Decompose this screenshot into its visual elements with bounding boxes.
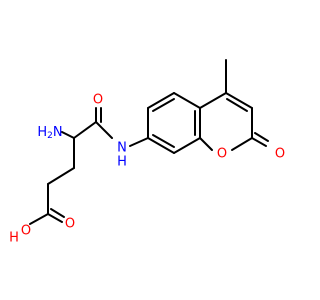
ring-b-6d <box>152 134 175 148</box>
ring-b-2 <box>147 92 175 109</box>
atom-labels: H2N O N H O O H O O <box>9 93 285 246</box>
amide-nh-n: N <box>117 141 127 156</box>
bond-ca-c1 <box>73 121 97 139</box>
bond-cd-oh <box>29 213 49 225</box>
bond-ca-n <box>61 131 75 139</box>
lactone-oxygen: O <box>275 147 285 162</box>
bond-cd-o-2 <box>50 208 65 218</box>
ring-oxygen: O <box>217 147 227 162</box>
amide-nh-h: H <box>117 155 127 170</box>
amide-oxygen: O <box>93 93 103 108</box>
ring-b-6 <box>147 137 175 154</box>
acid-carbonyl-oxygen: O <box>65 217 75 232</box>
ring-p-2 <box>225 92 253 109</box>
ring-b-5 <box>173 137 201 154</box>
ring-p-2d <box>226 98 248 112</box>
bond-c1-nh <box>95 121 113 139</box>
amine-label: H2N <box>37 125 62 142</box>
bonds <box>29 59 269 225</box>
ring-p-5 <box>199 137 213 151</box>
ring-b-2d <box>152 98 175 112</box>
bond-lactone-o <box>251 137 267 147</box>
structure-diagram: H2N O N H O O H O O <box>9 59 285 246</box>
ring-b-3 <box>173 92 201 109</box>
bond-cb-cg <box>47 167 75 185</box>
acid-hydroxyl-oxygen: O <box>21 224 31 239</box>
bond-cd-o <box>47 213 63 223</box>
bond-lactone-o-2 <box>254 132 269 142</box>
ring-p-1 <box>199 92 227 109</box>
bond-nh-c7 <box>129 137 149 147</box>
ring-p-4 <box>231 137 253 151</box>
acid-hydroxyl-h: H <box>9 231 19 246</box>
molecule-canvas: H2N O N H O O H O O <box>9 59 286 246</box>
